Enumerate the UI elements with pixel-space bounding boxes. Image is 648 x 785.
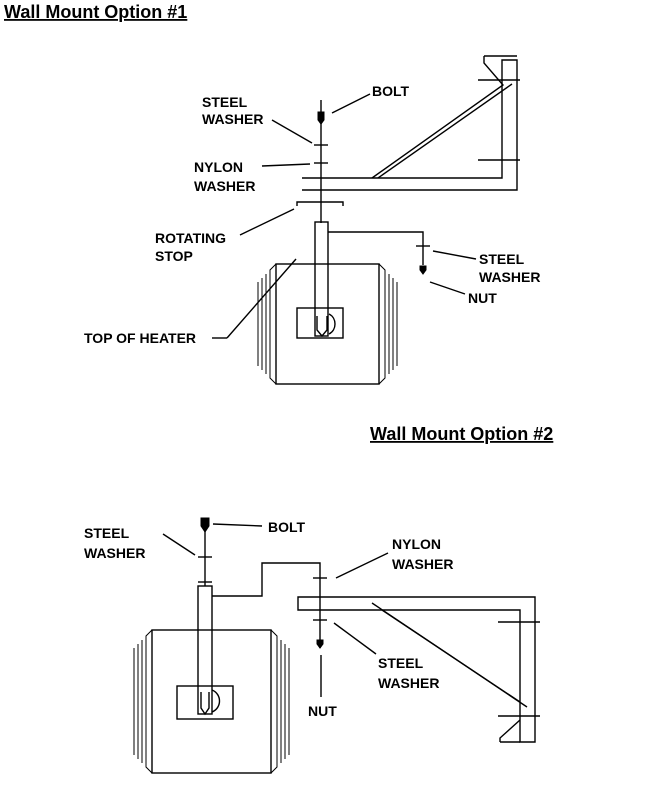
option1-nut-label: NUT (468, 290, 497, 306)
option1-steel-washer-top-label-1: STEEL (202, 94, 248, 110)
option1-nut (419, 265, 427, 275)
option1-steel-washer-right-label-2: WASHER (479, 269, 540, 285)
option2-nut-label: NUT (308, 703, 337, 719)
option2-steel-washer-top-label-1: STEEL (84, 525, 130, 541)
option1-heater (257, 221, 430, 385)
option1-top-of-heater-label: TOP OF HEATER (84, 330, 196, 346)
option1-rotating-stop-label-2: STOP (155, 248, 193, 264)
option1-nylon-washer-label-1: NYLON (194, 159, 243, 175)
option2-steel-washer-bottom-label-1: STEEL (378, 655, 424, 671)
option1-leaders (212, 93, 477, 339)
option2-bolt-head (200, 517, 210, 533)
option2-bolt-assembly (198, 517, 327, 649)
option2-steel-washer-bottom-label-2: WASHER (378, 675, 439, 691)
option1-nylon-washer-label-2: WASHER (194, 178, 255, 194)
option1-rotating-stop-label-1: ROTATING (155, 230, 226, 246)
option1-bolt-head (317, 111, 325, 125)
option2-wall-bracket (297, 596, 540, 743)
option2-heater (133, 585, 290, 774)
option1-steel-washer-top-label-2: WASHER (202, 111, 263, 127)
option1-bolt-assembly (296, 100, 344, 223)
option2-nylon-washer-label-2: WASHER (392, 556, 453, 572)
option2-bolt-label: BOLT (268, 519, 306, 535)
option1-title: Wall Mount Option #1 (4, 2, 187, 22)
option1-bolt-label: BOLT (372, 83, 410, 99)
option1-rotating-stop (296, 201, 344, 206)
option2-steel-washer-top-label-2: WASHER (84, 545, 145, 561)
option1-wall-bracket (302, 55, 520, 191)
option2-nut (316, 639, 324, 649)
option1-steel-washer-right-label-1: STEEL (479, 251, 525, 267)
option2-nylon-washer-label-1: NYLON (392, 536, 441, 552)
option2-leaders (162, 523, 389, 697)
option2-title: Wall Mount Option #2 (370, 424, 553, 444)
